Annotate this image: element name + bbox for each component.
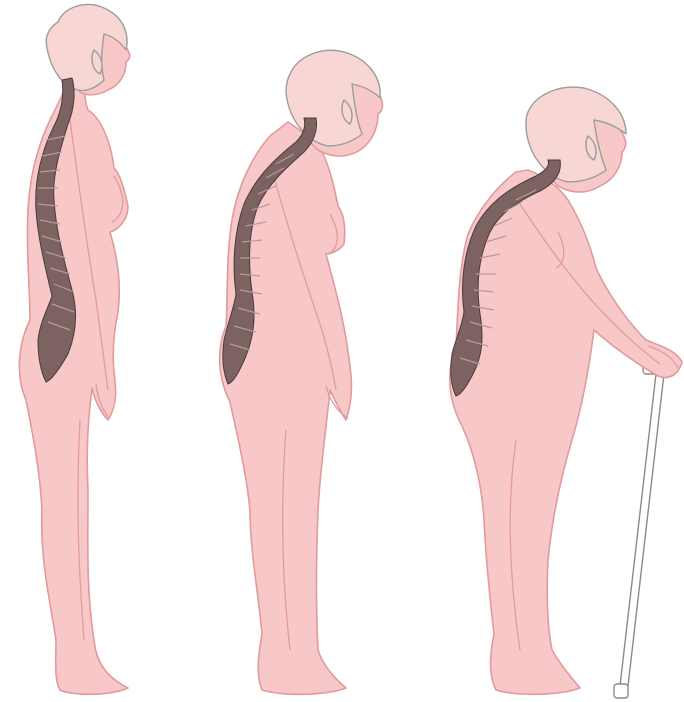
figure-hunched-with-cane [450, 87, 682, 698]
body-silhouette [19, 70, 128, 694]
body-silhouette [450, 170, 682, 694]
figure-upright [19, 4, 129, 694]
figure-stooped [220, 50, 383, 694]
cane-icon [614, 366, 671, 698]
